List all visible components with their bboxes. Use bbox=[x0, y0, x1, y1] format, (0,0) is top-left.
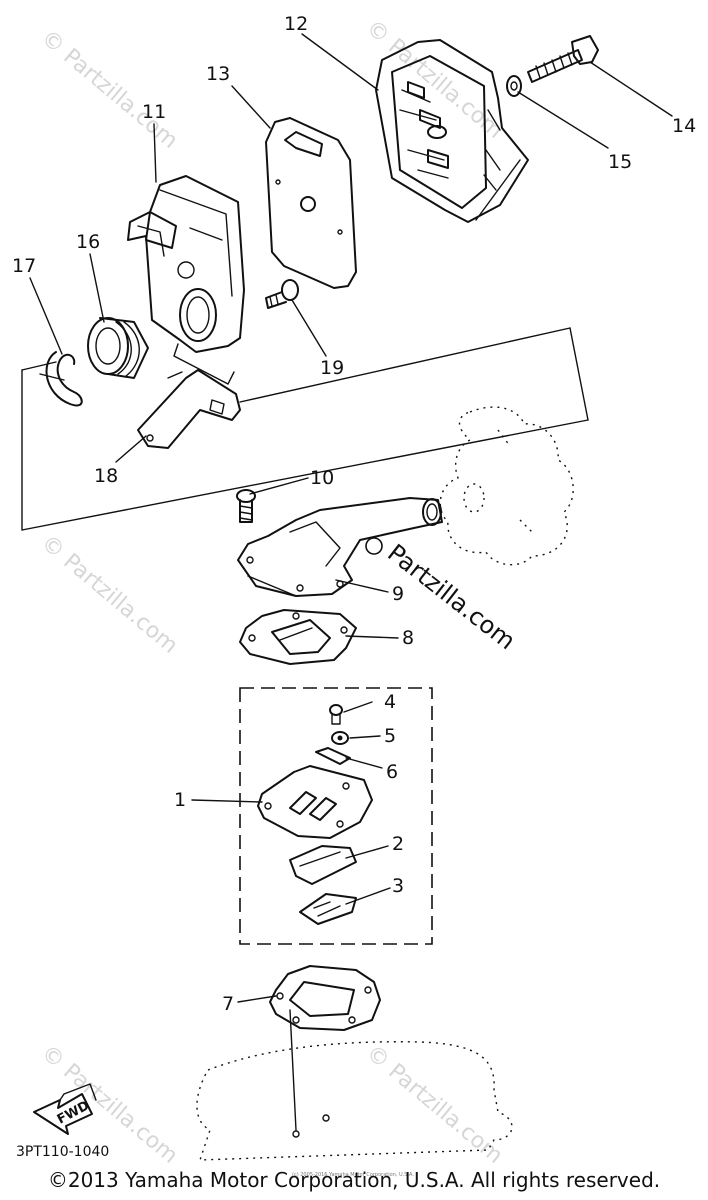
callout-18: 18 bbox=[94, 465, 118, 487]
part-12-silencer-cover bbox=[375, 39, 529, 223]
part-9-manifold bbox=[237, 497, 443, 597]
part-8-gasket bbox=[239, 609, 357, 665]
callout-10: 10 bbox=[310, 467, 334, 489]
part-18-bracket bbox=[137, 369, 241, 449]
callout-15: 15 bbox=[608, 151, 632, 173]
callout-labels: 12 13 11 14 15 16 17 19 18 10 9 8 4 5 6 … bbox=[12, 13, 696, 1015]
callout-4: 4 bbox=[384, 691, 396, 713]
part-2-reed bbox=[289, 845, 357, 885]
callout-8: 8 bbox=[402, 627, 414, 649]
part-6-stopper bbox=[315, 747, 351, 765]
part-3-reed bbox=[299, 893, 357, 925]
group-frame bbox=[21, 327, 589, 531]
part-4-screw bbox=[329, 704, 343, 725]
watermark-text: © Partzilla.com bbox=[36, 530, 182, 658]
part-5-washer bbox=[331, 731, 349, 745]
engine-outline bbox=[439, 406, 574, 566]
part-7-gasket bbox=[269, 965, 381, 1131]
callout-1: 1 bbox=[174, 789, 186, 811]
callout-6: 6 bbox=[386, 761, 398, 783]
callout-13: 13 bbox=[206, 63, 230, 85]
part-15-washer bbox=[506, 75, 522, 97]
fine-print: (c) 2005-2016 Yamaha Motor Corporation, … bbox=[292, 1172, 414, 1178]
copyright-notice: ©2013 Yamaha Motor Corporation, U.S.A. A… bbox=[47, 1168, 661, 1192]
part-17-clip bbox=[39, 351, 83, 407]
callout-7: 7 bbox=[222, 993, 234, 1015]
part-16-joint bbox=[87, 317, 149, 379]
part-1-valve-seat bbox=[257, 765, 373, 839]
callout-9: 9 bbox=[392, 583, 404, 605]
callout-3: 3 bbox=[392, 875, 404, 897]
leader-lines bbox=[29, 33, 673, 1003]
callout-17: 17 bbox=[12, 255, 36, 277]
part-11-silencer-body bbox=[127, 175, 245, 385]
watermark-text: © Partzilla.com bbox=[36, 25, 182, 153]
callout-11: 11 bbox=[142, 101, 166, 123]
callout-12: 12 bbox=[284, 13, 308, 35]
assembly-1-box bbox=[239, 687, 433, 945]
part-19-screw bbox=[265, 279, 299, 309]
callout-16: 16 bbox=[76, 231, 100, 253]
callout-5: 5 bbox=[384, 725, 396, 747]
part-13-gasket bbox=[265, 117, 357, 289]
diagram-code: 3PT110-1040 bbox=[16, 1144, 109, 1160]
callout-2: 2 bbox=[392, 833, 404, 855]
part-10-screw bbox=[236, 489, 256, 523]
part-14-bolt bbox=[527, 35, 599, 83]
callout-14: 14 bbox=[672, 115, 696, 137]
callout-19: 19 bbox=[320, 357, 344, 379]
crankcase-outline bbox=[196, 1041, 513, 1161]
